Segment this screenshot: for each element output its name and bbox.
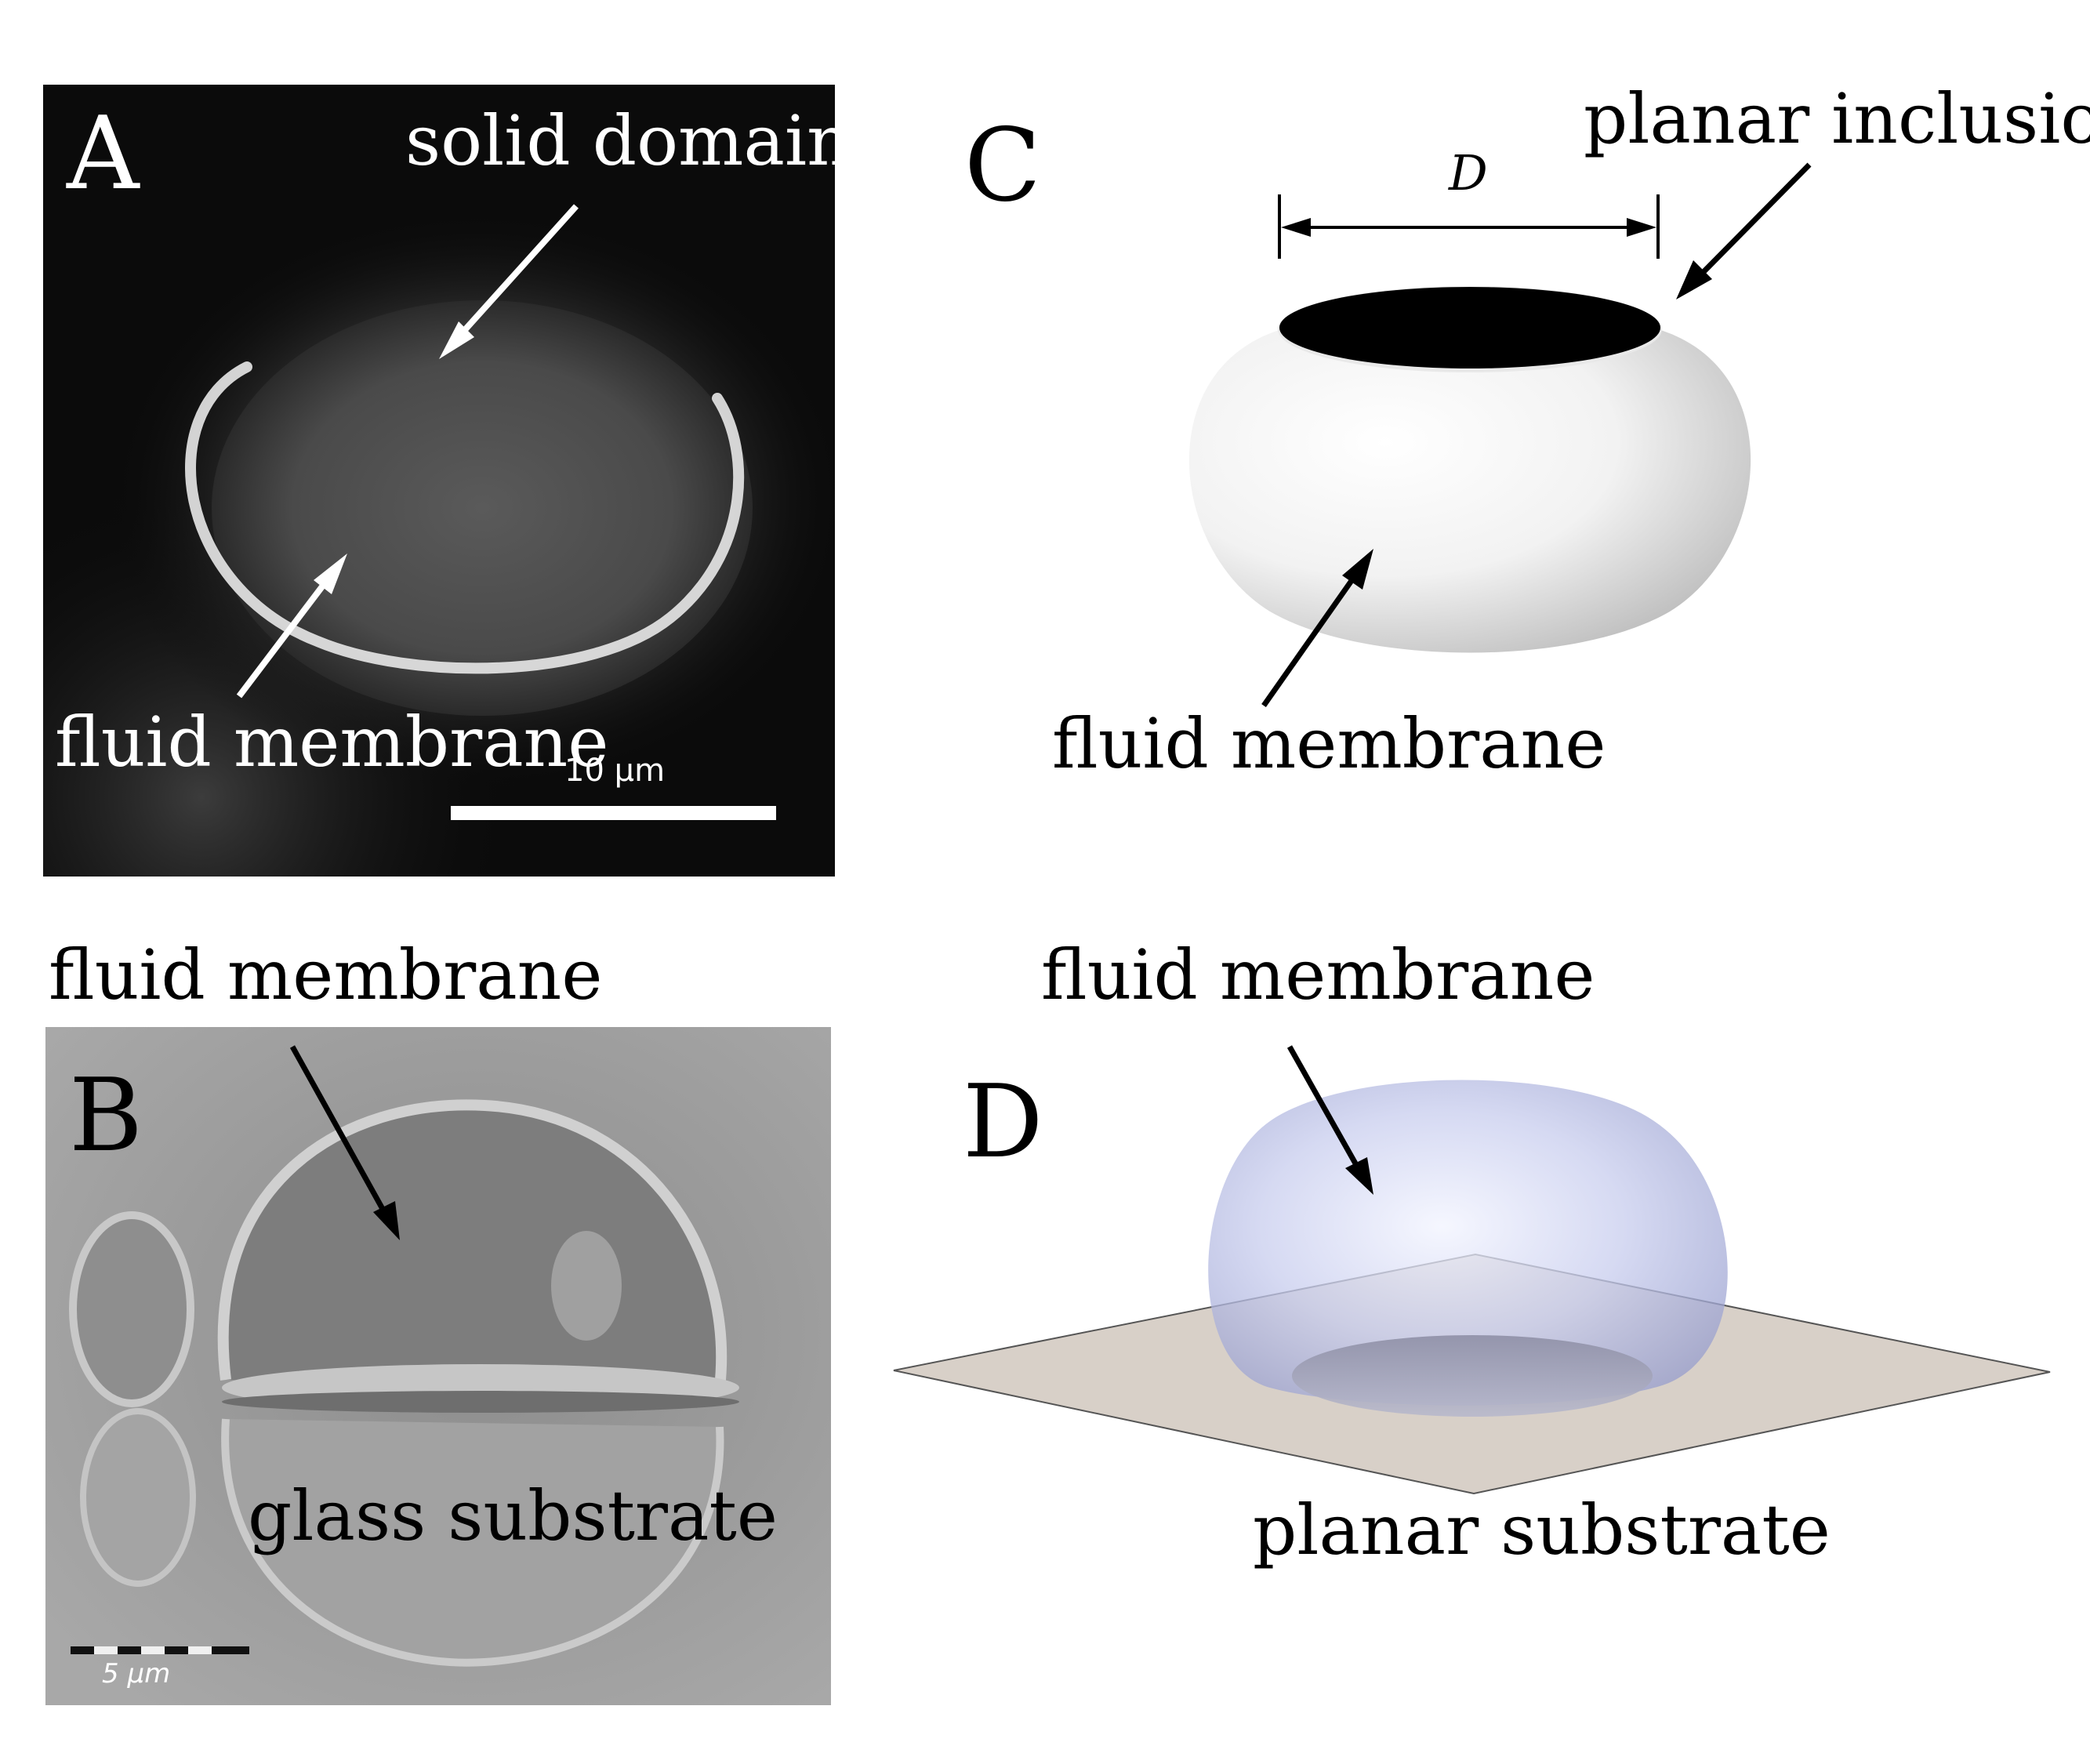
dimension-d-label: D: [1449, 144, 1488, 201]
vesicle-c: [1188, 286, 1751, 653]
planar-inclusion-disk: [1279, 287, 1660, 368]
panel-a-letter: A: [67, 96, 140, 212]
planar-inclusion-label: planar inclusion: [1584, 78, 2090, 159]
panel-d-letter: D: [963, 1064, 1043, 1181]
dimension-d: [1278, 194, 1660, 259]
scale-label-a: 10 μm: [564, 753, 666, 789]
arrow-fluid-d: [1286, 1045, 1373, 1195]
glass-substrate-label: glass substrate: [248, 1475, 778, 1556]
micrograph-b: [45, 1027, 831, 1705]
panel-b: B glass substrate 5 μm: [45, 1027, 831, 1705]
planar-substrate-label: planar substrate: [1253, 1490, 1831, 1570]
fluid-membrane-label-a: fluid membrane: [55, 702, 609, 782]
arrow-inclusion: [1676, 162, 1812, 299]
panel-c-letter: C: [964, 107, 1041, 224]
planar-substrate-plane: [893, 1253, 2051, 1495]
vesicle-d: [1208, 1080, 1728, 1417]
fluid-membrane-label-b: fluid membrane: [49, 935, 603, 1015]
micrograph-a: [43, 85, 835, 877]
fluid-membrane-label-c: fluid membrane: [1052, 703, 1606, 784]
scale-label-b: 5 μm: [102, 1658, 171, 1690]
fluid-membrane-label-d: fluid membrane: [1041, 935, 1595, 1015]
arrow-fluid-c: [1261, 549, 1373, 708]
panel-b-letter: B: [69, 1058, 143, 1174]
panel-a: A solid domain fluid membrane 10 μm: [43, 85, 835, 877]
solid-domain-label: solid domain: [405, 100, 835, 181]
